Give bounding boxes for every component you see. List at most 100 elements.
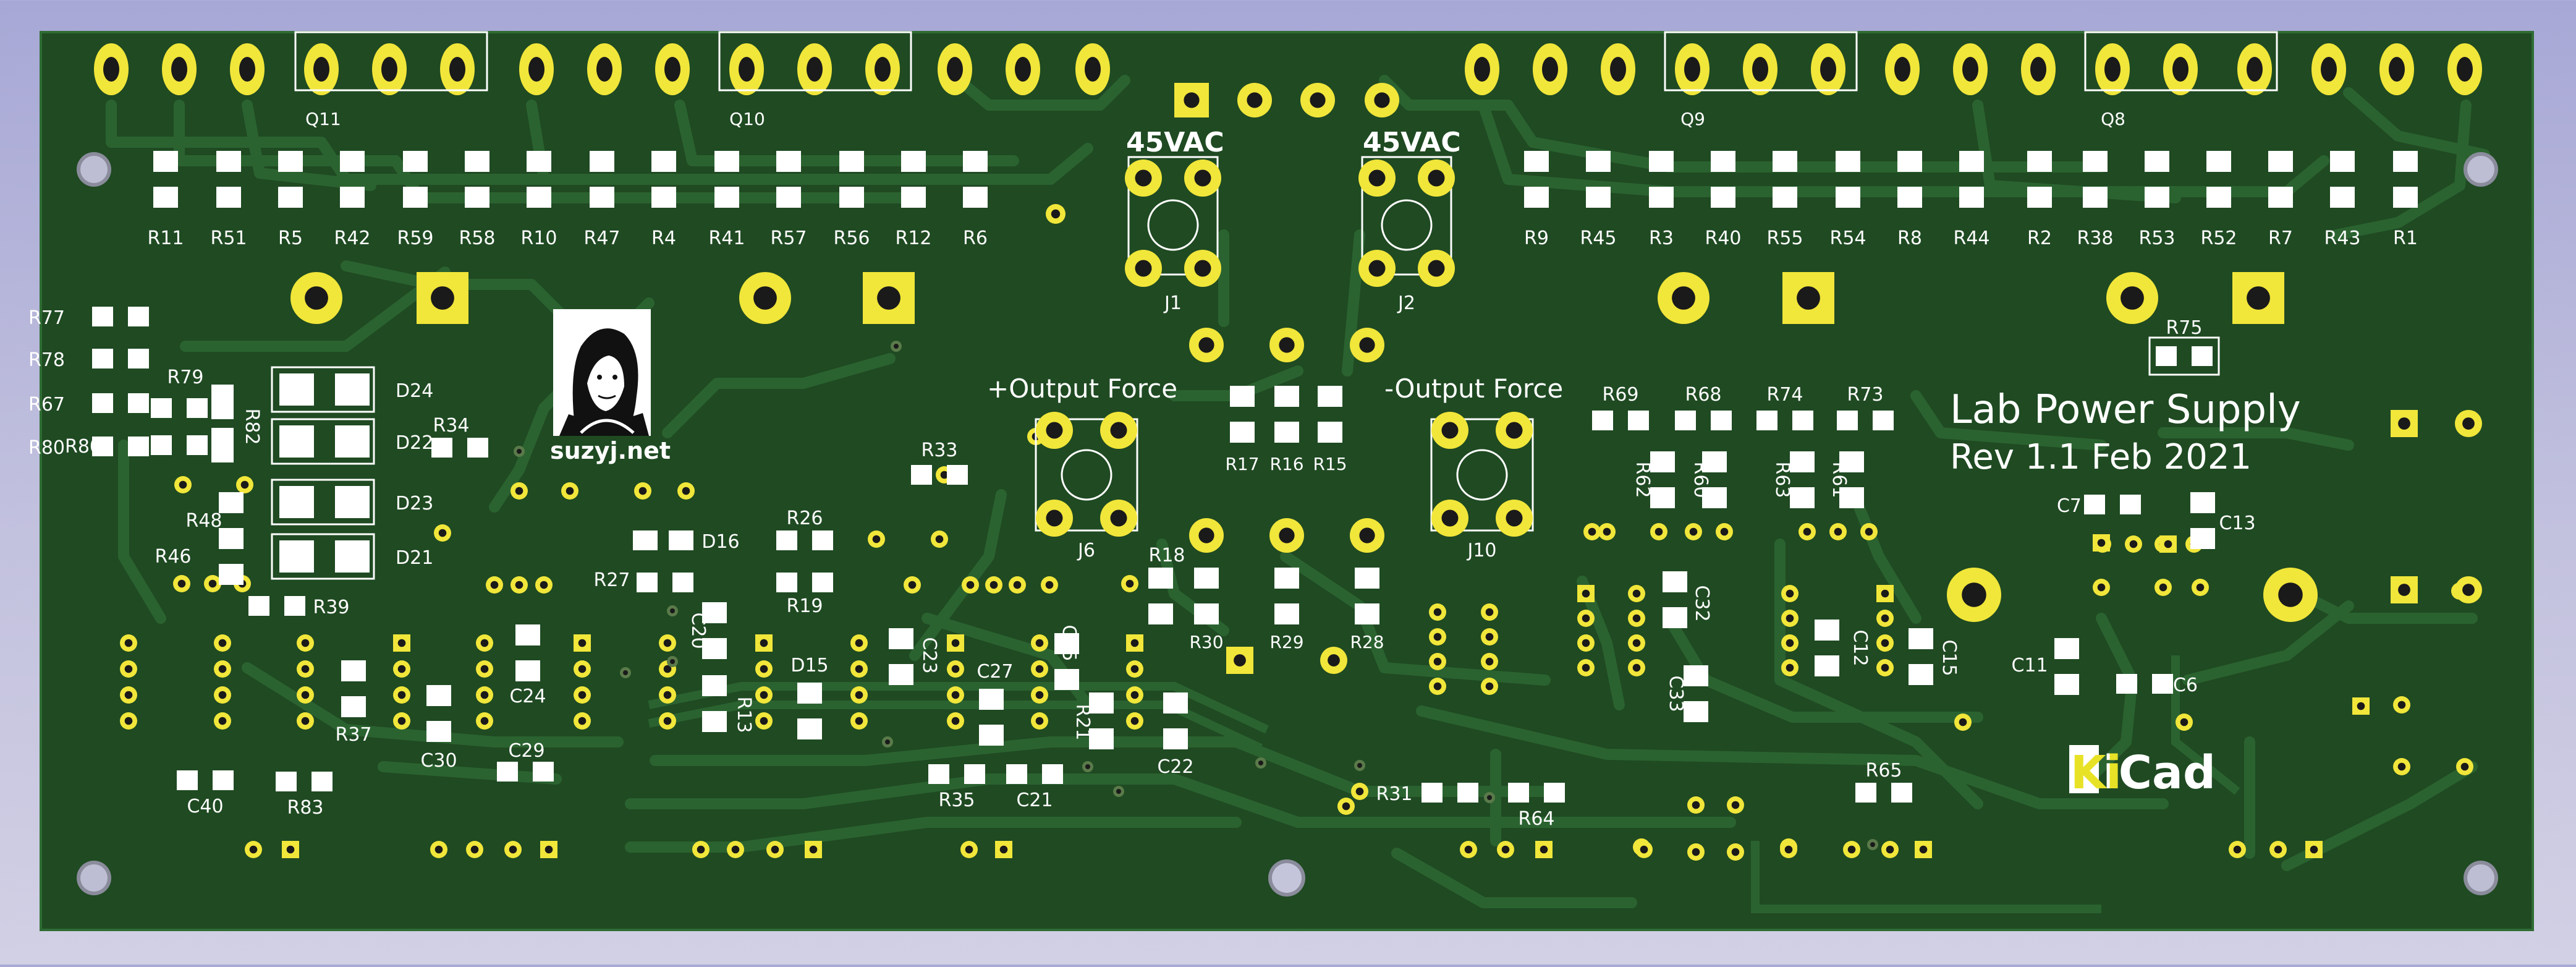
bottom-pad-5-drill: [544, 845, 553, 854]
pin-col-n-1-drill: [1485, 633, 1494, 641]
part-c11-pad-b: [2054, 674, 2079, 695]
part-r13-pad-a: [702, 675, 727, 696]
part-c33-pad-b: [1684, 701, 1708, 722]
designator-j6: J6: [1077, 540, 1095, 561]
connector-j10-center: [1456, 449, 1508, 501]
designator-r31: R31: [1376, 783, 1412, 805]
resistor-r43-pad-b: [2330, 187, 2355, 208]
designator-q10: Q10: [729, 109, 765, 129]
part-c24-pad-a: [515, 624, 540, 645]
resistor-r82-pad-1: [211, 428, 234, 462]
pin-col-k-3-drill: [1035, 717, 1044, 725]
designator-r7: R7: [2268, 228, 2293, 249]
diode-d24-outline: [271, 366, 375, 413]
via-ac-drill: [1051, 209, 1061, 219]
pin-col-a-2-drill: [124, 691, 133, 699]
part-r83-pad-b: [311, 772, 333, 791]
part-r73-pad-a: [1837, 411, 1858, 430]
transistor-pin-25-drill: [2104, 57, 2121, 82]
part-r63-pad-b: [1790, 487, 1815, 508]
designator-j1: J1: [1163, 292, 1182, 314]
pin-col-q-3-drill: [1786, 663, 1794, 672]
designator-r9: R9: [1524, 228, 1549, 249]
designator-r18: R18: [1148, 545, 1185, 566]
resistor-r67-pad-b: [128, 393, 149, 413]
connector-j2-outline: [1361, 156, 1452, 276]
designator-q11: Q11: [305, 109, 341, 129]
cap13-pad-1-drill: [2462, 417, 2475, 430]
diode-d21-outline: [271, 533, 375, 580]
part-c13-pad-b: [2190, 528, 2215, 549]
designator-r65: R65: [1865, 760, 1902, 782]
part-r39-pad-b: [284, 596, 305, 616]
pad-10-drill: [940, 471, 949, 479]
pin-col-k-2-drill: [1035, 691, 1044, 699]
force-top-0-drill: [1198, 337, 1214, 353]
pad-38-drill: [2397, 762, 2406, 771]
resistor-r18-pad-b: [1148, 603, 1173, 624]
resistor-r18-pad-a: [1148, 568, 1173, 589]
designator-r73: R73: [1847, 384, 1883, 406]
transistor-pin-20-drill: [1752, 57, 1768, 82]
connector-j1-pin-0-drill: [1135, 169, 1152, 187]
designator-r42: R42: [334, 228, 370, 249]
part-c21-pad-a: [1006, 764, 1027, 784]
designator-r27: R27: [593, 569, 630, 591]
resistor-r77-pad-a: [92, 307, 113, 326]
part-c40-pad-b: [213, 770, 234, 790]
resistor-r57-pad-b: [776, 187, 801, 208]
designator-d21: D21: [396, 547, 433, 569]
resistor-r38-pad-a: [2083, 151, 2108, 172]
designator-c27: C27: [977, 661, 1013, 683]
resistor-r52-pad-b: [2206, 187, 2231, 208]
designator-c23: C23: [918, 637, 940, 673]
designator-d22: D22: [396, 432, 433, 454]
pin-col-i-2-drill: [855, 691, 863, 699]
resistor-r6-pad-a: [963, 151, 988, 172]
bottom-pad-2-drill: [434, 845, 443, 854]
pin-col-r-1-drill: [1881, 614, 1889, 623]
designator-r6: R6: [963, 228, 988, 249]
resistor-r8-pad-b: [1897, 187, 1922, 208]
designator-r26: R26: [786, 508, 823, 529]
part-c23-pad-a: [889, 628, 913, 649]
resistor-r53-pad-a: [2145, 151, 2169, 172]
designator-r38: R38: [2077, 228, 2113, 249]
pin-col-r-2-drill: [1881, 639, 1889, 647]
resistor-r82-pad-0: [211, 385, 234, 419]
pin-col-f-0-drill: [578, 639, 587, 647]
part-c30-pad-a: [426, 685, 451, 706]
transistor-pin-29-drill: [2389, 57, 2405, 82]
via-drill-2: [670, 608, 675, 613]
designator-r52: R52: [2200, 228, 2237, 249]
pin-col-b-2-drill: [218, 691, 227, 699]
pin-col-l-1-drill: [1130, 665, 1139, 673]
bottom-pad-20-drill: [2233, 845, 2242, 854]
designator-r39: R39: [313, 597, 349, 618]
via-drill-1: [894, 344, 899, 349]
part-r34-pad-b: [467, 438, 488, 458]
pin-col-h-1-drill: [760, 665, 768, 673]
transistor-pin-24-drill: [2030, 57, 2046, 82]
force-bot-2-drill: [1359, 527, 1375, 543]
part-c23-pad-b: [889, 664, 913, 685]
resistor-r43-pad-a: [2330, 151, 2355, 172]
connector-j2-pin-3-drill: [1428, 260, 1445, 277]
designator-d23: D23: [396, 493, 433, 514]
pad-39-drill: [2460, 762, 2469, 771]
diode-d24-pad-b: [335, 373, 370, 406]
designator-r19: R19: [786, 595, 823, 617]
connector-j10-outline: [1430, 418, 1534, 532]
part-r69-pad-a: [1592, 411, 1613, 430]
part-c27-pad-a: [979, 689, 1004, 710]
bottom-pad-12-drill: [1464, 845, 1473, 854]
resistor-r9-pad-b: [1524, 187, 1549, 208]
resistor-r3-pad-b: [1649, 187, 1674, 208]
bottom-pad-18-drill: [1886, 845, 1894, 854]
power-pad-0-drill: [305, 286, 328, 310]
designator-c25: C25: [1058, 624, 1080, 661]
designator-r79: R79: [167, 367, 203, 388]
designator-r12: R12: [895, 228, 931, 249]
connector-j1-center: [1147, 199, 1199, 251]
output-force-pos-label: +Output Force: [987, 373, 1177, 404]
